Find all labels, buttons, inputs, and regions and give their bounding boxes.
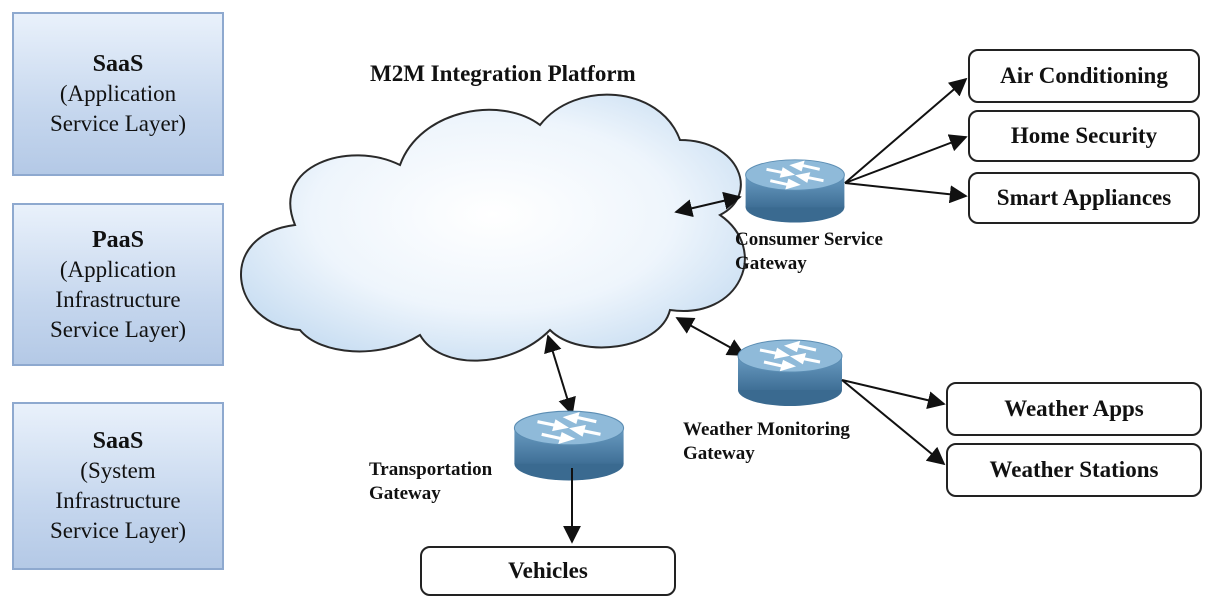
layer-line: Infrastructure — [55, 488, 181, 513]
weather-gateway-label: Weather Monitoring Gateway — [683, 418, 850, 466]
layer-line: Service Layer) — [49, 518, 186, 543]
link-consumer-air — [844, 77, 968, 184]
layer-line: (System — [80, 458, 156, 483]
consumer-gateway-label-line: Gateway — [735, 253, 807, 274]
saas-application-layer-box: SaaS (Application Service Layer) — [12, 12, 224, 176]
air-conditioning-box: Air Conditioning — [968, 49, 1200, 103]
layer-line: Infrastructure — [55, 286, 181, 312]
transportation-gateway-label-line: Gateway — [369, 483, 441, 504]
paas-layer-box: PaaS (Application Infrastructure Service… — [12, 203, 224, 366]
layer-title: SaaS — [92, 51, 144, 77]
consumer-gateway-router-icon — [744, 158, 846, 224]
platform-title: M2M Integration Platform — [370, 61, 636, 86]
layer-line: (Application — [59, 256, 177, 282]
transportation-gateway-label: Transportation Gateway — [369, 458, 492, 506]
link-cloud-weather — [675, 317, 746, 356]
layer-title: PaaS — [91, 226, 144, 253]
link-consumer-security — [844, 134, 968, 184]
vehicles-box: Vehicles — [420, 546, 676, 596]
saas-system-layer-box: SaaS (System Infrastructure Service Laye… — [12, 402, 224, 570]
transport-gateway-router-icon — [512, 409, 626, 483]
link-cloud-transport — [544, 334, 576, 416]
layer-line: Service Layer) — [49, 316, 186, 342]
home-security-box: Home Security — [968, 110, 1200, 162]
consumer-gateway-label-line: Consumer Service — [735, 229, 883, 250]
smart-appliances-box: Smart Appliances — [968, 172, 1200, 224]
weather-stations-box: Weather Stations — [946, 443, 1202, 497]
weather-apps-box: Weather Apps — [946, 382, 1202, 436]
layer-line: (Application — [59, 81, 177, 106]
weather-gateway-router-icon — [736, 338, 844, 408]
weather-gateway-label-line: Weather Monitoring — [683, 419, 850, 440]
transportation-gateway-label-line: Transportation — [369, 459, 493, 480]
weather-gateway-label-line: Gateway — [683, 443, 755, 464]
link-weather-apps — [841, 379, 946, 410]
link-consumer-appliances — [844, 182, 968, 204]
link-cloud-consumer — [674, 191, 742, 218]
consumer-gateway-label: Consumer Service Gateway — [735, 228, 925, 276]
layer-title: SaaS — [92, 428, 144, 454]
m2m-cloud-shape — [240, 93, 746, 362]
layer-line: Service Layer) — [49, 111, 186, 136]
link-weather-stations — [841, 379, 946, 466]
